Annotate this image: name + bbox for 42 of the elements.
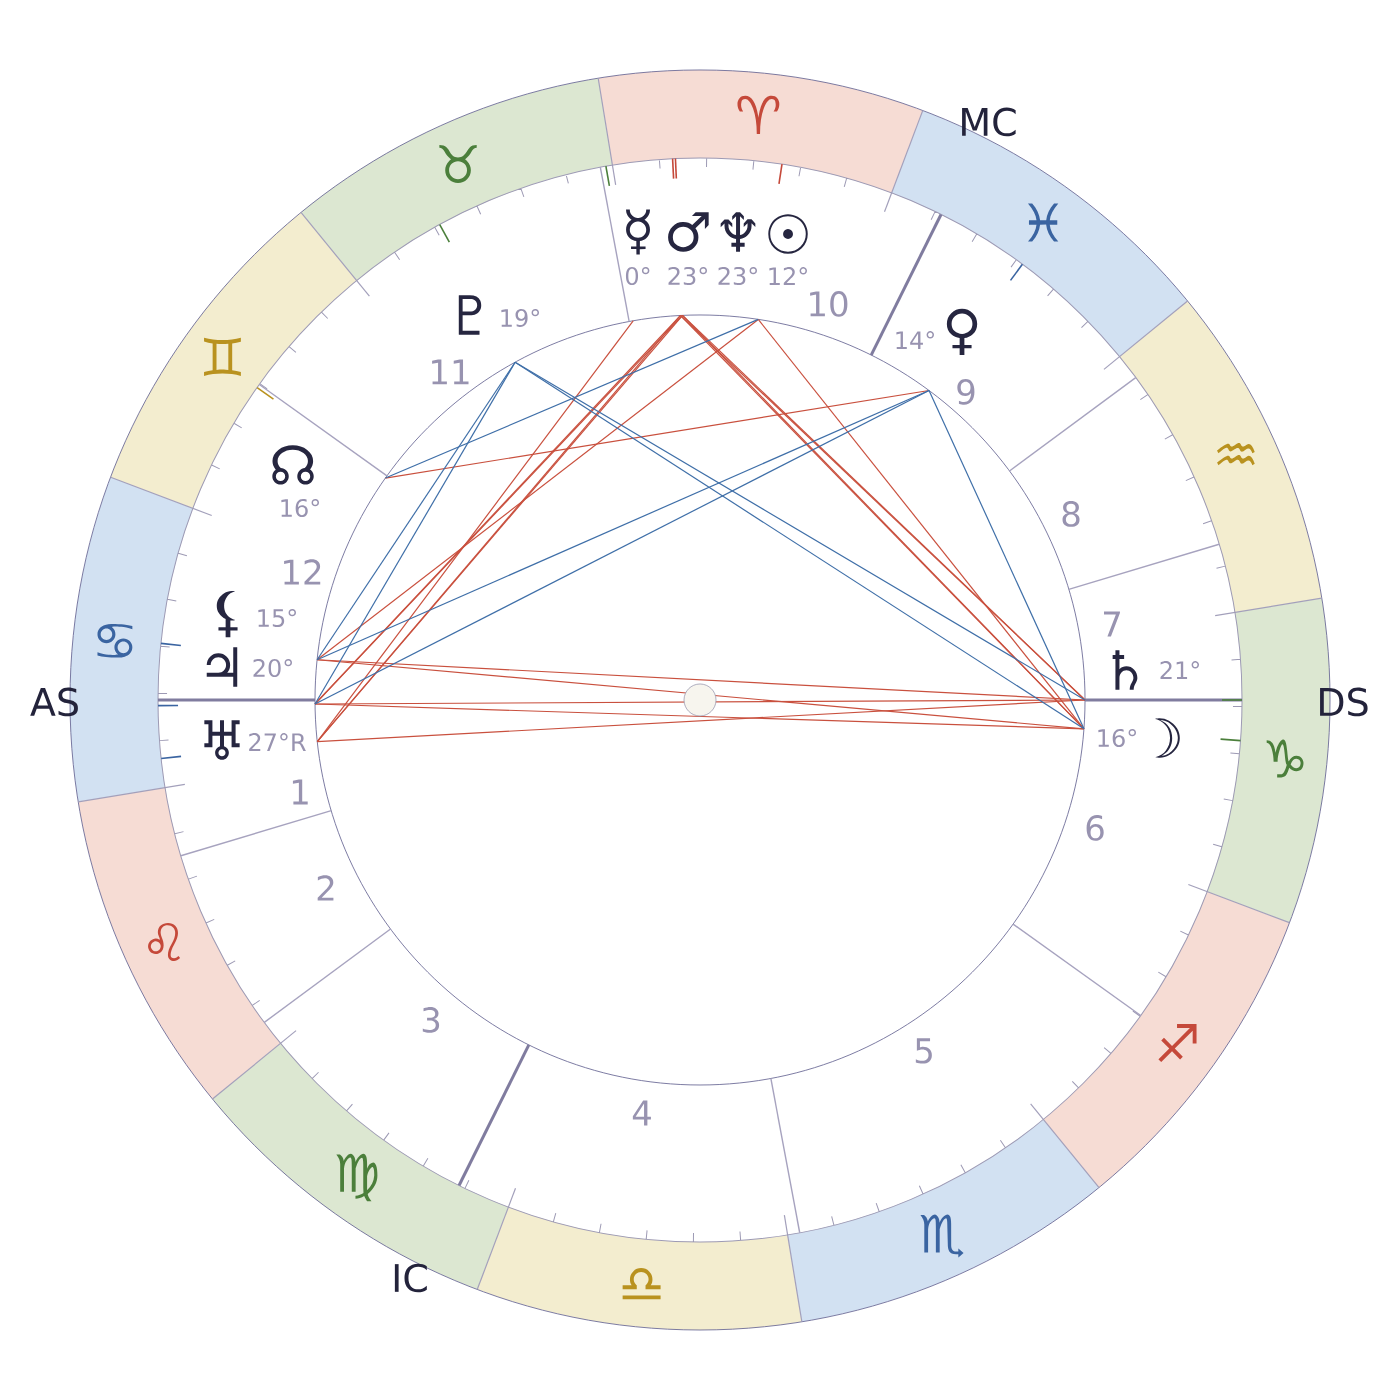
sign-band: ♐ (1043, 891, 1290, 1188)
sign-band: ♒ (1119, 300, 1322, 613)
sign-band: ♈ (598, 70, 923, 193)
planet-glyph: ♀ (946, 308, 978, 356)
house-number: 8 (1062, 501, 1080, 527)
degree-label: 20° (253, 658, 292, 678)
sign-band: ♌ (78, 787, 281, 1099)
house-number: 11 (432, 359, 469, 385)
angle-label: MC (962, 107, 1016, 137)
house-number: 7 (1104, 611, 1120, 637)
house-number: 2 (317, 875, 334, 901)
sign-band: ♉ (301, 78, 613, 281)
degree-label: 16° (1098, 728, 1136, 748)
house-number: 4 (632, 1100, 651, 1126)
planet-glyph: ♄ (1112, 650, 1138, 690)
degree-label: 21° (1160, 661, 1199, 679)
sign-band: ♏ (787, 1119, 1100, 1322)
degree-label: 14° (896, 331, 934, 349)
degree-label: 19° (501, 308, 539, 328)
sign-band: ♎ (477, 1207, 802, 1330)
degree-label: 23° (668, 266, 707, 286)
angle-label: IC (394, 1263, 427, 1293)
house-number: 6 (1086, 815, 1104, 841)
planet-glyph: ♃ (206, 647, 238, 687)
planet-glyph: ☊ (272, 445, 314, 485)
planet-glyph: ☿ (626, 209, 650, 255)
degree-label: 27°R (249, 733, 306, 751)
degree-label: 23° (718, 266, 757, 286)
house-number: 5 (915, 1038, 932, 1064)
degree-label: 0° (625, 266, 650, 286)
planet-glyph: ⚸ (216, 590, 238, 638)
planet-glyph: ♇ (458, 295, 482, 335)
planet-glyph: ♆ (720, 212, 756, 252)
planet-glyph: ♅ (204, 720, 240, 760)
house-number: 12 (284, 559, 321, 585)
planet-glyph: ♂ (668, 212, 709, 252)
house-number: 10 (810, 291, 848, 317)
degree-label: 15° (258, 608, 296, 628)
planet-glyph: ☉ (768, 214, 808, 254)
degree-label: 12° (769, 267, 807, 285)
planet-glyph: ☽ (1155, 718, 1180, 758)
house-number: 1 (292, 779, 308, 805)
